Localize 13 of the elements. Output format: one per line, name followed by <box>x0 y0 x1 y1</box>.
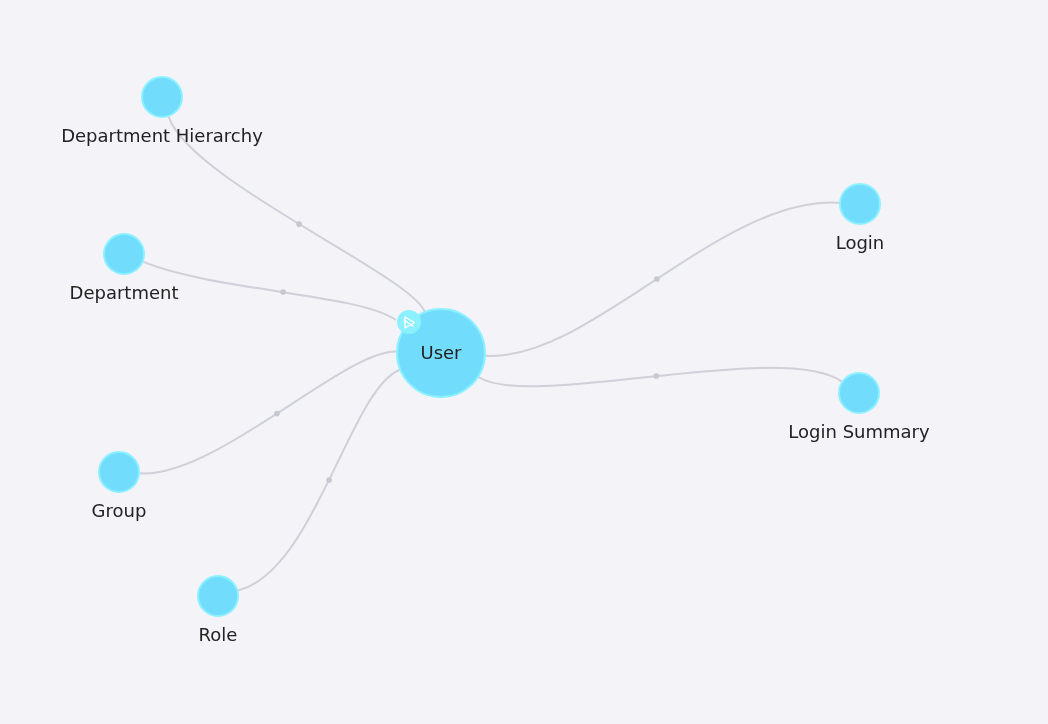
node-label: Login Summary <box>788 421 930 443</box>
connector <box>237 368 401 592</box>
connector <box>477 366 843 388</box>
node-label: User <box>420 342 462 364</box>
connector <box>484 201 841 357</box>
node-label: Login <box>835 232 885 254</box>
connector <box>138 350 397 475</box>
node-label: Group <box>91 500 147 522</box>
connector <box>167 115 426 313</box>
connector <box>142 260 397 322</box>
node-label: Role <box>198 624 238 646</box>
node-label: Department Hierarchy <box>61 125 263 147</box>
node-label: Department <box>69 282 179 304</box>
